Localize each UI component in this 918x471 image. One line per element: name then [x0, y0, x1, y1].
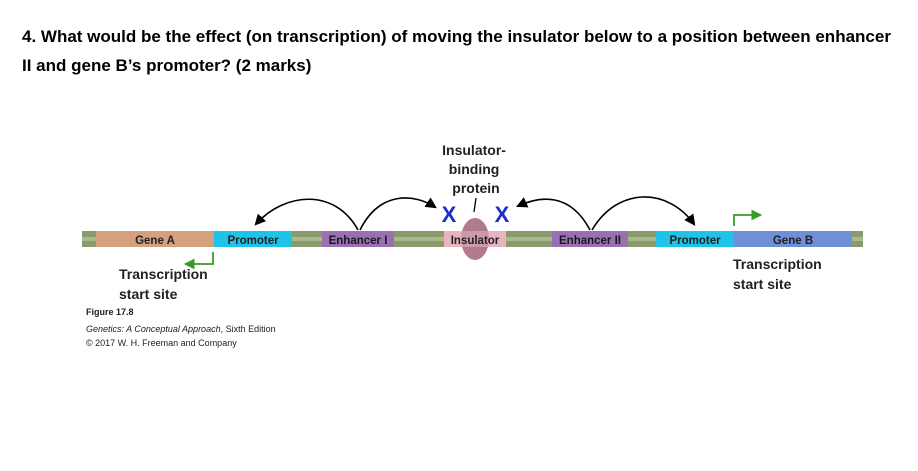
tss-arrow-left [183, 252, 214, 270]
block-x-right: X [495, 202, 510, 227]
gene-b-label: Gene B [773, 235, 813, 247]
tss-right-line-2: start site [733, 276, 792, 292]
protein-label-line-1: Insulator- [442, 142, 506, 158]
enhancer-2-segment: Enhancer II [552, 231, 628, 247]
arc-enhancer1-to-promoterA [254, 198, 359, 231]
tss-right-line-1: Transcription [733, 256, 822, 272]
promoter-a-label: Promoter [227, 235, 279, 247]
block-x-left: X [442, 202, 457, 227]
promoter-b-segment: Promoter [656, 231, 734, 247]
gene-b-segment: Gene B [734, 231, 852, 247]
gene-a-label: Gene A [135, 235, 175, 247]
tss-left-label: Transcription start site [119, 266, 212, 302]
figure-source-edition: , Sixth Edition [220, 324, 276, 334]
figure-source: Genetics: A Conceptual Approach, Sixth E… [86, 319, 276, 337]
tss-left-line-1: Transcription [119, 266, 208, 282]
promoter-a-segment: Promoter [214, 231, 292, 247]
tss-left-line-2: start site [119, 286, 178, 302]
insulator-label: Insulator [451, 235, 500, 247]
protein-pointer-line [473, 197, 477, 213]
promoter-b-label: Promoter [669, 235, 721, 247]
figure-number: Figure 17.8 [86, 307, 134, 317]
figure-caption: Figure 17.8 Genetics: A Conceptual Appro… [86, 306, 276, 350]
protein-label-line-3: protein [452, 180, 499, 196]
figure-source-title: Genetics: A Conceptual Approach [86, 324, 221, 334]
enhancer-2-label: Enhancer II [559, 235, 621, 247]
enhancer-1-segment: Enhancer I [322, 231, 394, 247]
figure-copyright: © 2017 W. H. Freeman and Company [86, 338, 237, 348]
insulator-binding-protein: Insulator [444, 218, 506, 260]
arc-enhancer1-to-insulator [359, 197, 437, 231]
protein-label-line-2: binding [449, 161, 500, 177]
arc-enhancer2-to-insulator [515, 197, 591, 231]
protein-label: Insulator- binding protein [442, 142, 510, 196]
question-text: 4. What would be the effect (on transcri… [22, 27, 891, 75]
enhancer-1-label: Enhancer I [329, 235, 388, 247]
tss-arrow-right [733, 209, 763, 226]
gene-a-segment: Gene A [96, 231, 214, 247]
arc-enhancer2-to-promoterB [591, 196, 696, 231]
tss-right-label: Transcription start site [733, 256, 826, 292]
